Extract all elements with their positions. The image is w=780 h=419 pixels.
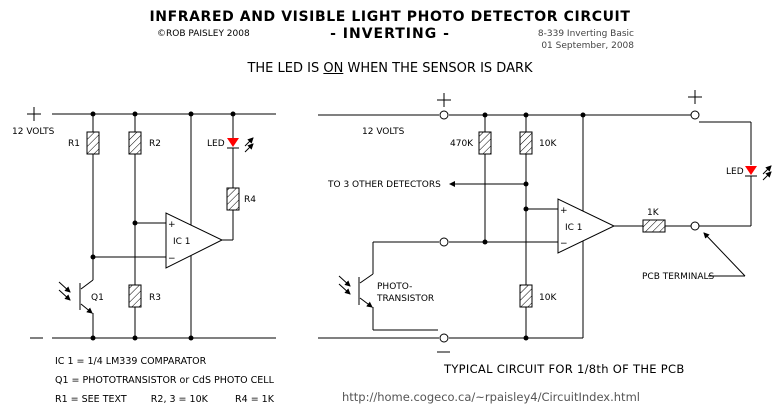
comparator-ic1-right <box>557 198 616 254</box>
phototransistor-q1 <box>58 279 94 338</box>
page-subtitle: - INVERTING - <box>330 26 450 42</box>
resistor-1k <box>642 219 666 233</box>
resistor-10k-bottom <box>519 284 533 308</box>
plus-symbol-left <box>27 107 41 121</box>
source-url[interactable]: http://home.cogeco.ca/~rpaisley4/Circuit… <box>342 390 640 404</box>
ic1-plus-right: + <box>560 206 568 216</box>
phototransistor-right <box>338 241 439 331</box>
right-circuit: 12 VOLTS 470K 10K 10K TO 3 OTHER DETECTO… <box>318 90 772 353</box>
resistor-r1 <box>86 131 100 155</box>
headline-after: WHEN THE SENSOR IS DARK <box>343 61 533 76</box>
label-q1: Q1 <box>91 293 104 303</box>
left-circuit: 12 VOLTS R1 R2 R3 + − IC 1 R4 <box>12 107 276 341</box>
terminal-led-plus <box>690 110 700 120</box>
resistor-r3 <box>128 284 142 308</box>
label-phototransistor-2: TRANSISTOR <box>376 294 434 304</box>
resistor-10k-top <box>519 131 533 155</box>
resistor-r4 <box>226 187 240 211</box>
plus-symbol-right <box>437 93 451 107</box>
label-r2: R2 <box>149 139 161 149</box>
label-470k: 470K <box>450 139 474 149</box>
headline-before: THE LED IS <box>247 61 324 76</box>
ic1-minus-right: − <box>560 239 568 249</box>
terminal-plus <box>439 110 449 120</box>
doc-info: 8-339 Inverting Basic 01 September, 2008 <box>538 28 634 52</box>
label-r3: R3 <box>149 293 161 303</box>
label-phototransistor-1: PHOTO- <box>377 282 412 292</box>
headline-emphasis: ON <box>323 61 344 76</box>
ic1-minus-left: − <box>168 254 176 264</box>
resistor-470k <box>478 131 492 155</box>
label-pcb-terminals: PCB TERMINALS <box>642 272 715 282</box>
doc-date: 01 September, 2008 <box>541 41 634 51</box>
label-r1: R1 <box>68 139 80 149</box>
ic1-plus-left: + <box>168 220 176 230</box>
supply-label-right: 12 VOLTS <box>362 127 405 137</box>
supply-label-left: 12 VOLTS <box>12 127 55 137</box>
label-led-left: LED <box>207 139 225 149</box>
comparator-ic1-left <box>165 212 224 269</box>
terminal-sensor <box>439 237 449 247</box>
led-right <box>745 165 772 181</box>
note-q1: Q1 = PHOTOTRANSISTOR or CdS PHOTO CELL <box>55 375 274 386</box>
resistor-r2 <box>128 131 142 155</box>
page-title: INFRARED AND VISIBLE LIGHT PHOTO DETECTO… <box>149 9 631 25</box>
note-ic1: IC 1 = 1/4 LM339 COMPARATOR <box>55 356 207 367</box>
label-1k: 1K <box>647 208 660 218</box>
circuit-caption: TYPICAL CIRCUIT FOR 1/8th OF THE PCB <box>444 362 685 376</box>
label-r4: R4 <box>244 195 256 205</box>
doc-name: 8-339 Inverting Basic <box>537 29 634 39</box>
label-10k-bottom: 10K <box>539 293 557 303</box>
label-other-detectors: TO 3 OTHER DETECTORS <box>327 180 441 190</box>
label-10k-top: 10K <box>539 139 557 149</box>
headline: THE LED IS ON WHEN THE SENSOR IS DARK <box>0 61 780 76</box>
note-resistors: R1 = SEE TEXT R2, 3 = 10K R4 = 1K <box>55 394 274 405</box>
plus-symbol-right-led <box>688 90 702 104</box>
led-left <box>227 114 254 153</box>
terminal-minus <box>439 333 449 343</box>
terminal-led-out <box>690 221 700 231</box>
label-ic1-right: IC 1 <box>565 223 583 233</box>
copyright: ©ROB PAISLEY 2008 <box>157 29 250 39</box>
label-led-right: LED <box>726 167 744 177</box>
label-ic1-left: IC 1 <box>173 237 191 247</box>
